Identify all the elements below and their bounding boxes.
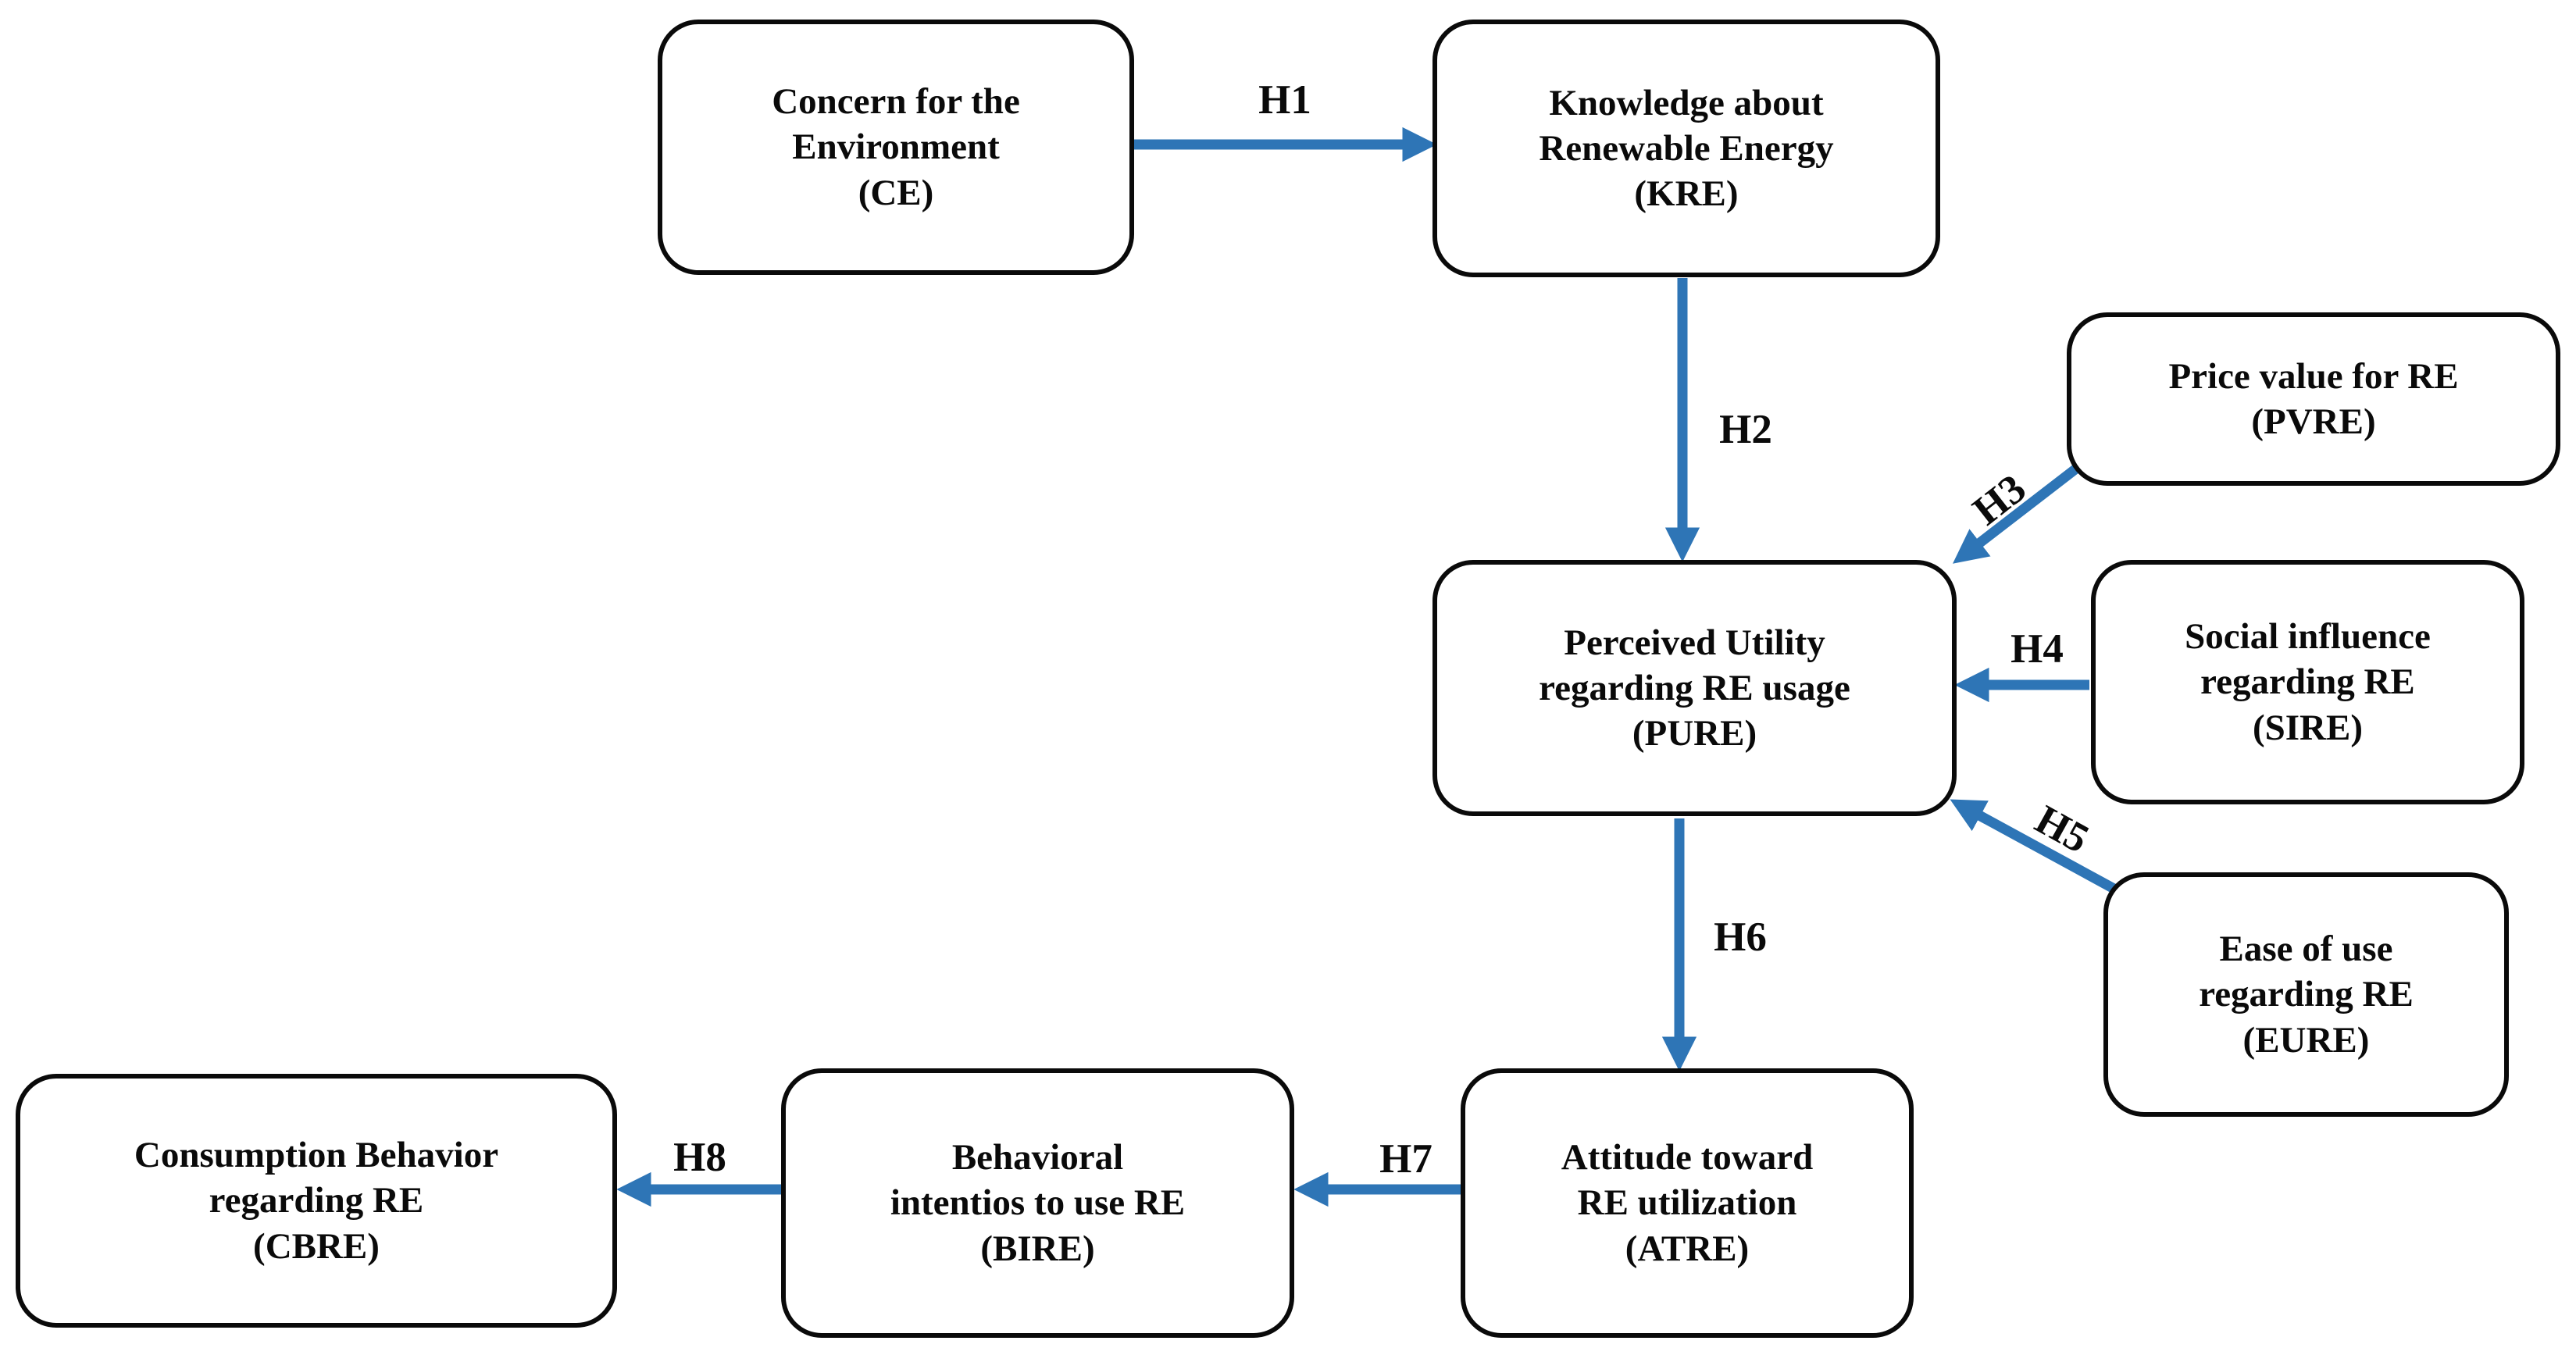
- node-ce-label: Concern for the Environment (CE): [772, 81, 1020, 213]
- node-pure: Perceived Utility regarding RE usage (PU…: [1432, 560, 1957, 816]
- node-ce: Concern for the Environment (CE): [658, 20, 1134, 275]
- h7-label: H7: [1379, 1136, 1432, 1182]
- node-kre: Knowledge about Renewable Energy (KRE): [1432, 20, 1940, 277]
- h6-label: H6: [1714, 915, 1767, 960]
- node-pvre-label: Price value for RE (PVRE): [2168, 355, 2459, 442]
- node-bire: Behavioral intentios to use RE (BIRE): [781, 1068, 1294, 1338]
- h2-label: H2: [1719, 407, 1772, 452]
- h1-label: H1: [1258, 77, 1311, 123]
- node-eure: Ease of use regarding RE (EURE): [2103, 872, 2509, 1117]
- h8-label: H8: [673, 1135, 726, 1180]
- node-cbre: Consumption Behavior regarding RE (CBRE): [16, 1074, 617, 1328]
- node-atre: Attitude toward RE utilization (ATRE): [1461, 1068, 1914, 1338]
- node-pvre: Price value for RE (PVRE): [2067, 312, 2560, 486]
- node-sire-label: Social influence regarding RE (SIRE): [2185, 616, 2431, 748]
- node-cbre-label: Consumption Behavior regarding RE (CBRE): [134, 1135, 499, 1267]
- h5-arrow: [1950, 799, 2121, 896]
- node-eure-label: Ease of use regarding RE (EURE): [2199, 929, 2414, 1061]
- h4-label: H4: [2010, 626, 2064, 672]
- node-atre-label: Attitude toward RE utilization (ATRE): [1561, 1137, 1814, 1269]
- node-bire-label: Behavioral intentios to use RE (BIRE): [890, 1137, 1186, 1269]
- node-pure-label: Perceived Utility regarding RE usage (PU…: [1539, 622, 1850, 754]
- node-kre-label: Knowledge about Renewable Energy (KRE): [1539, 82, 1834, 215]
- h3-arrow: [1952, 464, 2079, 564]
- node-sire: Social influence regarding RE (SIRE): [2091, 560, 2524, 804]
